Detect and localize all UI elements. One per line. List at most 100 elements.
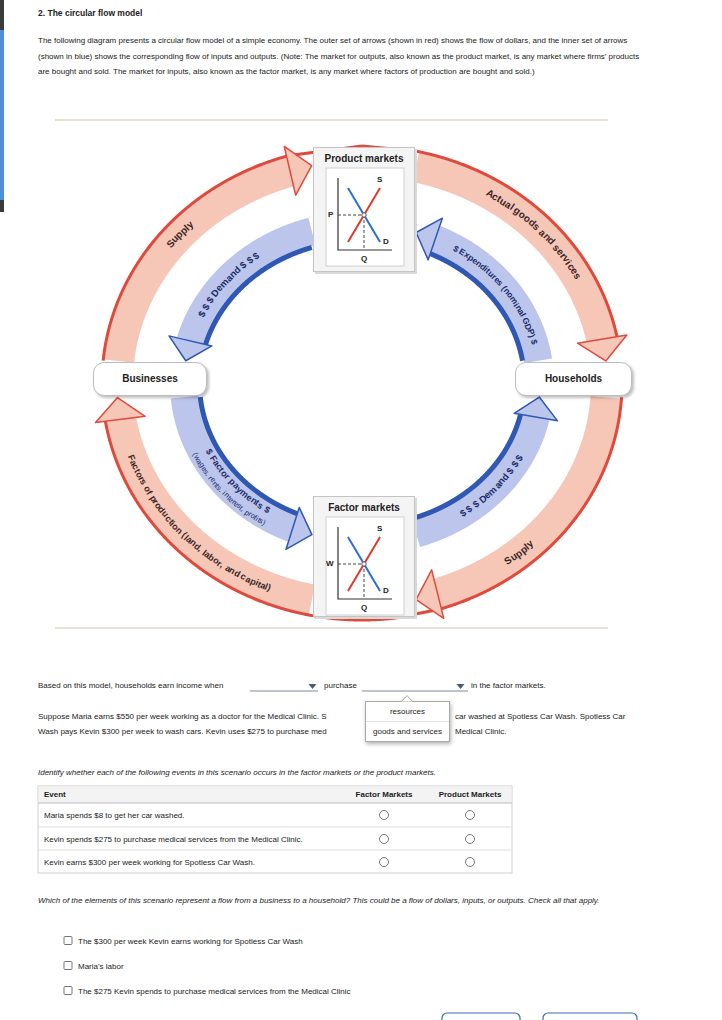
- table-rule: [38, 850, 512, 851]
- table-rule: [38, 827, 512, 828]
- instruction-text: Identify whether each of the following e…: [38, 767, 436, 778]
- market-box: Factor marketsS D W Q: [313, 496, 415, 617]
- flow-band: [185, 397, 293, 528]
- sector-box: Businesses: [93, 362, 207, 396]
- flow-arrow: [416, 397, 557, 533]
- equilibrium-dot: [362, 562, 366, 566]
- radio-button: [380, 811, 389, 820]
- flow-label: $ $ $ Demand $ $ $: [454, 449, 528, 523]
- table-header-ground: [39, 787, 512, 804]
- radio-button: [380, 835, 389, 844]
- label-character: ): [528, 334, 537, 339]
- curve-letter: D: [383, 585, 389, 596]
- sector-box: Households: [515, 362, 632, 396]
- checkbox: [64, 987, 72, 995]
- flow-label: $ $ $ Demand $ $ $: [193, 247, 265, 323]
- flow-label: $ Factor payments $: [200, 443, 276, 518]
- menu-option: resources: [366, 702, 449, 721]
- chart-axes: [338, 527, 392, 599]
- menu-pointer-shape: [401, 696, 413, 703]
- scenario-text: Medical Clinic.: [455, 726, 507, 737]
- scenario-text: Wash pays Kevin $300 per week to wash ca…: [38, 726, 327, 737]
- question-text: purchase: [324, 680, 357, 691]
- supply-demand-chart: [314, 497, 416, 618]
- table-header: Product Markets: [439, 789, 502, 800]
- question-text: Which of the elements of this scenario r…: [38, 893, 653, 908]
- supply-curve: [348, 537, 380, 591]
- node-text: Factor markets: [314, 502, 414, 514]
- chart-axes: [338, 178, 392, 250]
- dropdown-menu: resourcesgoods and services: [365, 701, 450, 742]
- arrow-head: [169, 336, 212, 361]
- arrow-head: [286, 508, 312, 550]
- flow-band-edge: [426, 252, 522, 361]
- radio-button: [466, 858, 475, 867]
- arrow-head: [578, 335, 627, 361]
- axis-letter: P: [328, 209, 333, 220]
- label-character: $: [529, 339, 539, 346]
- question-title: 2. The circular flow model: [38, 8, 142, 19]
- guide-line: [338, 215, 364, 216]
- node-text: Product markets: [314, 153, 414, 165]
- sidebar-highlight: [0, 30, 4, 200]
- intro-paragraph: The following diagram presents a circula…: [38, 33, 652, 80]
- frame-rule: [55, 119, 608, 121]
- dropdown-blank: [250, 691, 318, 692]
- curve-letter: S: [377, 174, 382, 185]
- axis-letter: Q: [361, 253, 367, 264]
- table-cell: Kevin spends $275 to purchase medical se…: [44, 834, 303, 845]
- guide-line: [364, 564, 365, 599]
- radio-button: [380, 858, 389, 867]
- checkbox-label: The $300 per week Kevin earns working fo…: [78, 936, 303, 947]
- radio-button: [466, 835, 475, 844]
- supply-curve: [348, 188, 380, 242]
- checkbox-label: The $275 Kevin spends to purchase medica…: [78, 986, 351, 997]
- scenario-text: Suppose Maria earns $550 per week workin…: [38, 711, 327, 722]
- chart-frame: [326, 517, 404, 615]
- table-frame: [38, 786, 512, 873]
- button-outline: [442, 1013, 520, 1020]
- table-cell: Maria spends $8 to get her car washed.: [44, 810, 185, 821]
- sidebar-strip: [0, 0, 4, 212]
- node-text: Businesses: [122, 373, 178, 385]
- flow-arrow: [185, 397, 312, 549]
- flow-label: $ Expenditures (nominal GDP) $: [447, 240, 543, 352]
- flow-band: [190, 231, 311, 341]
- checkbox-label: Maria's labor: [78, 961, 124, 972]
- table-header: Event: [44, 789, 66, 800]
- scenario-text: car washed at Spotless Car Wash. Spotles…: [455, 711, 625, 722]
- table-rule: [38, 803, 512, 804]
- demand-curve: [348, 537, 380, 591]
- frame-rule: [55, 627, 608, 629]
- guide-line: [364, 215, 365, 250]
- node-text: Households: [545, 373, 602, 385]
- flow-label: Factors of production (land, labor, and …: [122, 449, 278, 598]
- arrow-head: [416, 570, 444, 619]
- arrow-head: [416, 218, 442, 260]
- arrow-head: [284, 146, 311, 195]
- flow-band-edge: [204, 247, 311, 348]
- radio-button: [466, 811, 475, 820]
- flow-arrow: [169, 231, 312, 360]
- table-cell: Kevin earns $300 per week working for Sp…: [44, 857, 255, 868]
- flow-label: Supply: [162, 216, 199, 253]
- arrow-head: [96, 398, 146, 423]
- flow-band-edge: [200, 397, 301, 515]
- chart-frame: [326, 168, 404, 266]
- table-header: Factor Markets: [356, 789, 413, 800]
- dropdown-arrow: [309, 684, 317, 689]
- demand-curve: [348, 188, 380, 242]
- curve-letter: D: [383, 236, 389, 247]
- flow-label: Actual goods and services: [481, 185, 586, 285]
- axis-letter: Q: [361, 602, 367, 613]
- flow-band: [416, 417, 536, 533]
- axis-letter: W: [326, 558, 334, 569]
- equilibrium-dot: [362, 213, 366, 217]
- flow-band: [435, 239, 538, 361]
- checkbox: [64, 937, 72, 945]
- label-character: $: [262, 505, 271, 515]
- flow-sublabel: (wages, rents, interest, profits): [186, 445, 273, 532]
- question-text: Based on this model, households earn inc…: [38, 680, 223, 691]
- curve-letter: S: [377, 523, 382, 534]
- menu-option: goods and services: [366, 721, 449, 741]
